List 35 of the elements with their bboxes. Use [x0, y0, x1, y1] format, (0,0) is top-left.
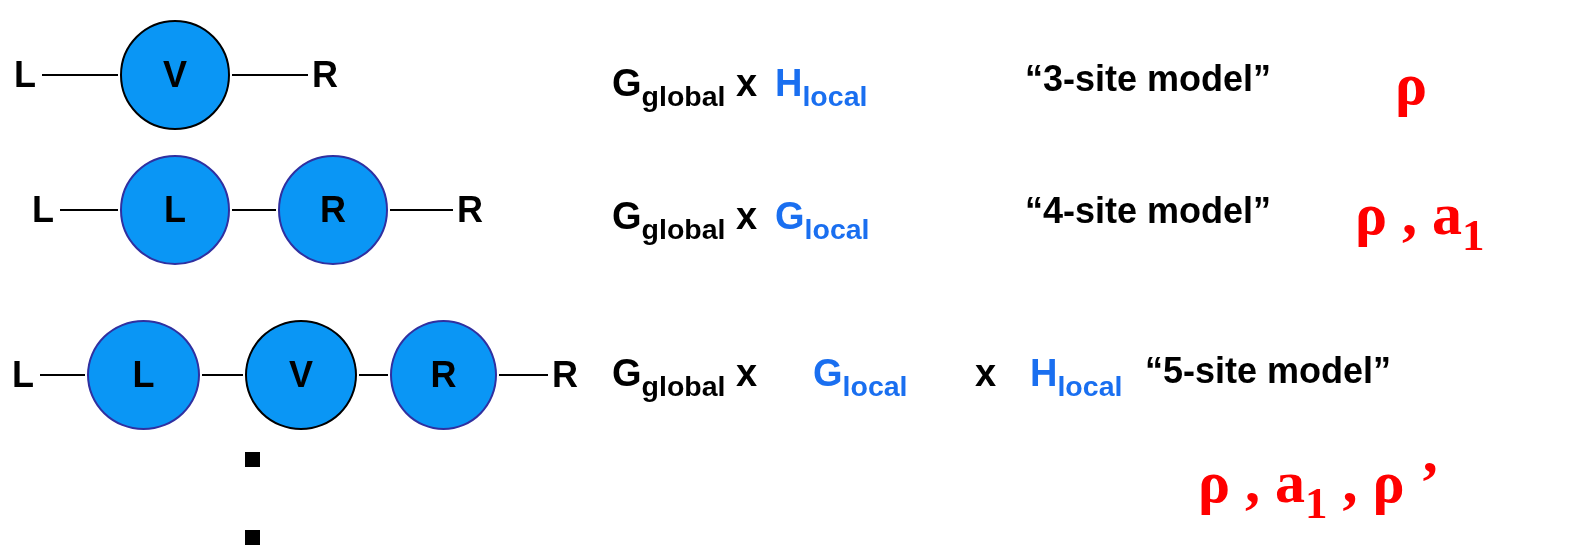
parameter-list: ρ: [1395, 50, 1428, 119]
connector-line: [498, 374, 549, 376]
site-circle: V: [120, 20, 230, 130]
site-circle: L: [87, 320, 200, 430]
site-circle: L: [120, 155, 230, 265]
parameter-list: ρ , a$_{1}$: [1355, 180, 1485, 261]
connector-line: [389, 209, 454, 211]
parameter-list: ρ , a$_{1}$ , ρ ’: [1198, 448, 1440, 529]
end-label: R: [455, 188, 485, 232]
formula-text: G$_{local}$: [813, 352, 908, 403]
connector-line: [59, 209, 119, 211]
formula-text: H$_{local}$: [1030, 352, 1123, 403]
connector-line: [231, 209, 277, 211]
end-label: L: [10, 53, 40, 97]
end-label: L: [8, 353, 38, 397]
connector-line: [201, 374, 244, 376]
site-circle: V: [245, 320, 357, 430]
formula-text: G$_{global}$ x: [612, 195, 758, 246]
formula-text: H$_{local}$: [775, 62, 868, 113]
end-label: R: [550, 353, 580, 397]
site-circle: R: [390, 320, 497, 430]
model-name: “5-site model”: [1145, 350, 1392, 392]
connector-line: [231, 74, 309, 76]
formula-text: G$_{global}$ x: [612, 352, 758, 403]
end-label: R: [310, 53, 340, 97]
formula-text: G$_{local}$: [775, 195, 870, 246]
formula-text: x: [975, 352, 997, 395]
connector-line: [41, 74, 119, 76]
formula-text: G$_{global}$ x: [612, 62, 758, 113]
end-label: L: [28, 188, 58, 232]
connector-line: [39, 374, 86, 376]
connector-line: [358, 374, 389, 376]
site-circle: R: [278, 155, 388, 265]
model-name: “3-site model”: [1025, 58, 1272, 100]
model-name: “4-site model”: [1025, 190, 1272, 232]
